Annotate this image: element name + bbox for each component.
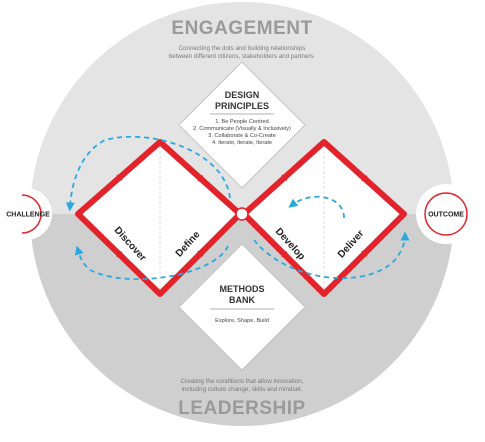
leadership-title: LEADERSHIP — [178, 398, 305, 419]
engagement-description-line-2: between different citizens, stakeholders… — [169, 53, 316, 60]
design-principles-box — [178, 61, 306, 189]
design-principles-title-line-2: PRINCIPLES — [215, 101, 269, 111]
challenge-red-arc — [21, 194, 42, 234]
arrow-discover-down-icon — [116, 251, 125, 259]
arrow-discover-up-icon — [116, 173, 125, 182]
second-diamond-outline — [241, 139, 407, 297]
design-principles-item-4: 4. Iterate, Iterate, Iterate — [212, 140, 272, 146]
iteration-arrow-top-left — [65, 135, 231, 212]
design-principles-item-3: 3. Collaborate & Co-Create — [208, 133, 275, 139]
iteration-arrow-right — [253, 231, 410, 280]
arrow-develop-up-icon — [281, 173, 290, 181]
design-principles-item-2: 2. Communicate (Visually & Inclusively) — [193, 126, 291, 132]
challenge-node — [0, 188, 52, 240]
methods-bank-title-line-1: METHODS — [220, 284, 265, 294]
outcome-label: OUTCOME — [428, 212, 464, 219]
arrow-develop-down-icon — [281, 251, 289, 259]
arrow-deliver-down-icon — [361, 175, 370, 183]
leadership-description-line-2: including culture change, skills and min… — [182, 386, 303, 393]
design-principles-item-1: 1. Be People Centred — [215, 119, 269, 125]
design-principles-title-line-1: DESIGN — [225, 90, 260, 100]
methods-bank-item-1: Explore, Shape, Build — [215, 318, 269, 324]
arrow-define-up-icon — [197, 249, 205, 257]
engagement-title: ENGAGEMENT — [171, 18, 312, 39]
center-node — [235, 207, 249, 221]
arrow-define-down-icon — [197, 175, 206, 183]
methods-bank-title-line-2: BANK — [229, 295, 255, 305]
iteration-arrow-develop — [288, 195, 345, 219]
challenge-label: CHALLENGE — [6, 212, 50, 219]
engagement-description-line-1: Connecting the dots and building relatio… — [179, 45, 306, 52]
arrow-deliver-up-icon — [361, 249, 369, 257]
outcome-red-ring — [424, 192, 468, 236]
iteration-arrow-bottom-left — [74, 245, 229, 281]
methods-bank-box — [178, 243, 306, 371]
leadership-description-line-1: Creating the conditions that allow innov… — [181, 378, 304, 385]
